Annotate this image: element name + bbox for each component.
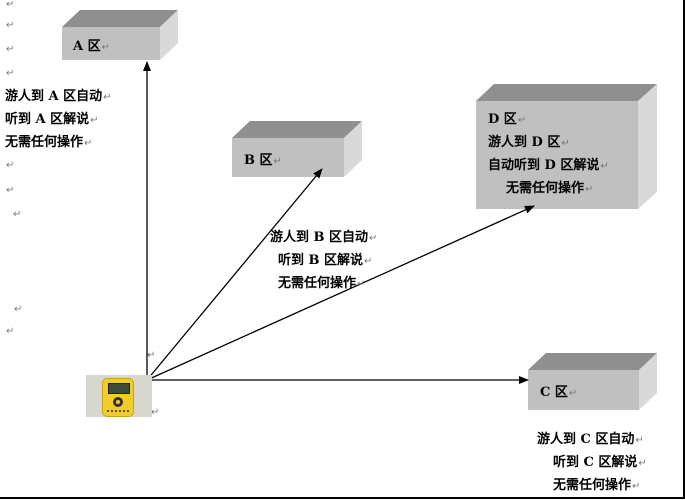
paragraph-mark: ↵ <box>6 326 15 337</box>
paragraph-mark: ↵ <box>147 350 156 361</box>
zone-c-desc-line: 游人到 C 区自动↵ <box>537 432 644 447</box>
zone-a-box <box>62 10 178 60</box>
zone-c-desc-line: 无需任何操作↵ <box>553 478 641 493</box>
audio-guide-device-image <box>86 375 152 417</box>
paragraph-mark: ↵ <box>14 304 23 315</box>
paragraph-mark: ↵ <box>6 160 15 171</box>
arrow-to-d <box>146 205 535 381</box>
arrow-to-b <box>146 168 323 381</box>
zone-b-box <box>232 121 362 177</box>
device-screen <box>108 383 130 394</box>
paragraph-mark: ↵ <box>13 209 22 220</box>
zone-b-label: B 区↵ <box>244 153 282 168</box>
paragraph-mark: ↵ <box>6 68 15 79</box>
paragraph-mark: ↵ <box>6 20 15 31</box>
paragraph-mark: ↵ <box>6 44 15 55</box>
zone-a-desc-line: 游人到 A 区自动↵ <box>5 89 112 104</box>
device-keypad <box>107 410 129 416</box>
zone-c-box <box>528 353 657 410</box>
zone-d-desc-line: 自动听到 D 区解说↵ <box>488 158 609 173</box>
zone-b-desc-line: 听到 B 区解说↵ <box>278 253 373 268</box>
zone-d-desc-line: 无需任何操作↵ <box>506 181 594 196</box>
zone-d-desc-line: 游人到 D 区↵ <box>488 135 570 150</box>
zone-c-desc-line: 听到 C 区解说↵ <box>553 455 647 470</box>
zone-d-box <box>476 84 657 209</box>
device-dpad-icon <box>113 397 123 407</box>
paragraph-mark: ↵ <box>6 0 15 10</box>
device-body <box>102 378 134 417</box>
zone-b-desc-line: 游人到 B 区自动↵ <box>270 230 378 245</box>
zone-a-label: A 区↵ <box>73 39 111 54</box>
zone-d-label: D 区↵ <box>488 112 527 127</box>
paragraph-mark: ↵ <box>151 407 160 418</box>
paragraph-mark: ↵ <box>6 185 15 196</box>
zone-a-desc-line: 听到 A 区解说↵ <box>5 112 99 127</box>
zone-c-label: C 区↵ <box>540 385 578 400</box>
zone-b-desc-line: 无需任何操作↵ <box>278 276 366 291</box>
zone-a-desc-line: 无需任何操作↵ <box>5 135 93 150</box>
